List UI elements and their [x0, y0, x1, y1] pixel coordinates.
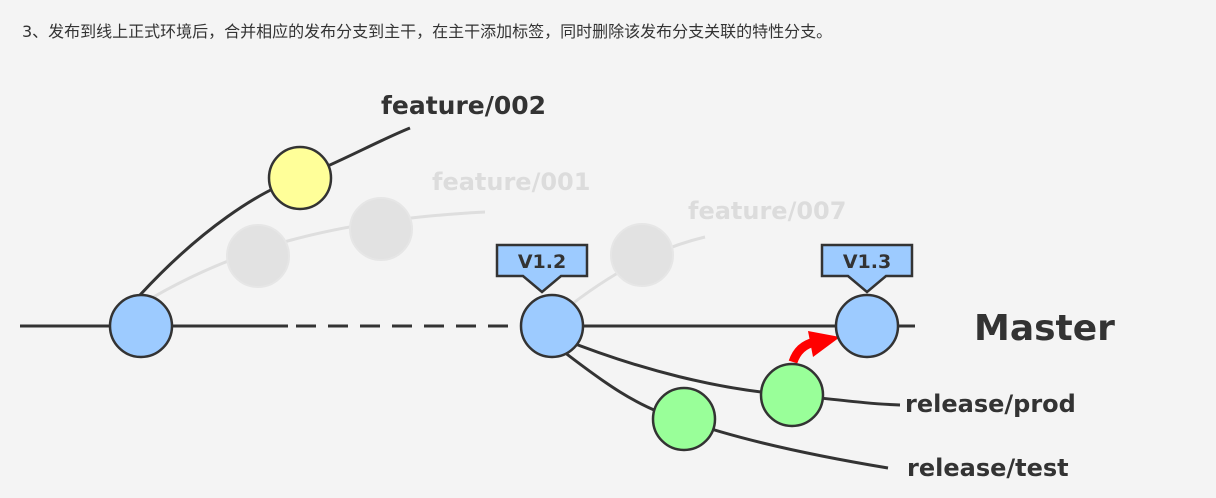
feature-007-label: feature/007 — [688, 197, 846, 225]
tag-v13 — [820, 243, 914, 294]
feature-001-line — [139, 210, 486, 307]
tag-v12-label: V1.2 — [518, 251, 566, 273]
master-commit-v12 — [519, 293, 585, 359]
faded-commit — [226, 224, 290, 288]
tag-v12 — [495, 243, 589, 294]
feature-001-label: feature/001 — [432, 168, 590, 196]
master-commit-v13 — [834, 293, 900, 359]
faded-commit — [349, 197, 413, 261]
feature-002-commit — [267, 145, 333, 211]
caption: 3、发布到线上正式环境后，合并相应的发布分支到主干，在主干添加标签，同时删除该发… — [22, 22, 833, 41]
master-commit — [108, 293, 174, 359]
release-test-commit — [651, 386, 717, 452]
release-test-label: release/test — [907, 454, 1069, 482]
release-prod-commit — [759, 362, 825, 428]
faded-commit — [610, 223, 674, 287]
merge-arrow-head — [808, 331, 840, 357]
master-label: Master — [974, 308, 1115, 349]
release-test-line — [554, 343, 889, 470]
release-prod-label: release/prod — [905, 390, 1076, 418]
tag-v13-label: V1.3 — [843, 251, 891, 273]
feature-002-label: feature/002 — [381, 91, 546, 120]
